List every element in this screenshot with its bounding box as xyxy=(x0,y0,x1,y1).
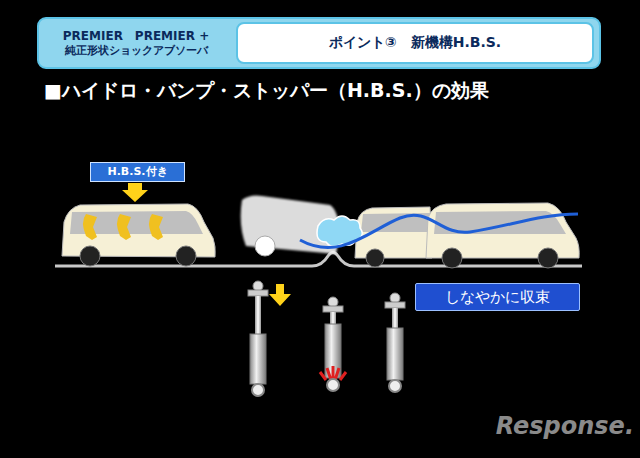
shock-absorber xyxy=(320,297,346,391)
node-text: PREMIER PREMIER + xyxy=(63,29,209,44)
shock-absorber xyxy=(385,293,405,392)
compression-arrow xyxy=(269,284,291,306)
slide-title: ■ハイドロ・バンプ・ストッパー（H.B.S.）の効果 xyxy=(44,78,489,104)
watermark: Response. xyxy=(496,412,634,440)
header-frame xyxy=(38,18,600,68)
product-band: PREMIER PREMIER +純正形状ショックアブソーバ xyxy=(42,22,230,64)
car-motion xyxy=(241,196,580,269)
car-with-hbs xyxy=(62,204,215,266)
pointer-arrow xyxy=(122,183,148,202)
hbs-label: H.B.S.付き xyxy=(90,162,185,182)
result-box: しなやかに収束 xyxy=(415,283,580,311)
shock-absorber xyxy=(248,281,268,396)
node-text: H.B.S.付き xyxy=(107,165,167,179)
node-text: しなやかに収束 xyxy=(445,288,550,307)
node-text: ポイント③ 新機構H.B.S. xyxy=(329,34,501,52)
node-text: 純正形状ショックアブソーバ xyxy=(65,44,208,58)
point-box: ポイント③ 新機構H.B.S. xyxy=(236,22,594,64)
